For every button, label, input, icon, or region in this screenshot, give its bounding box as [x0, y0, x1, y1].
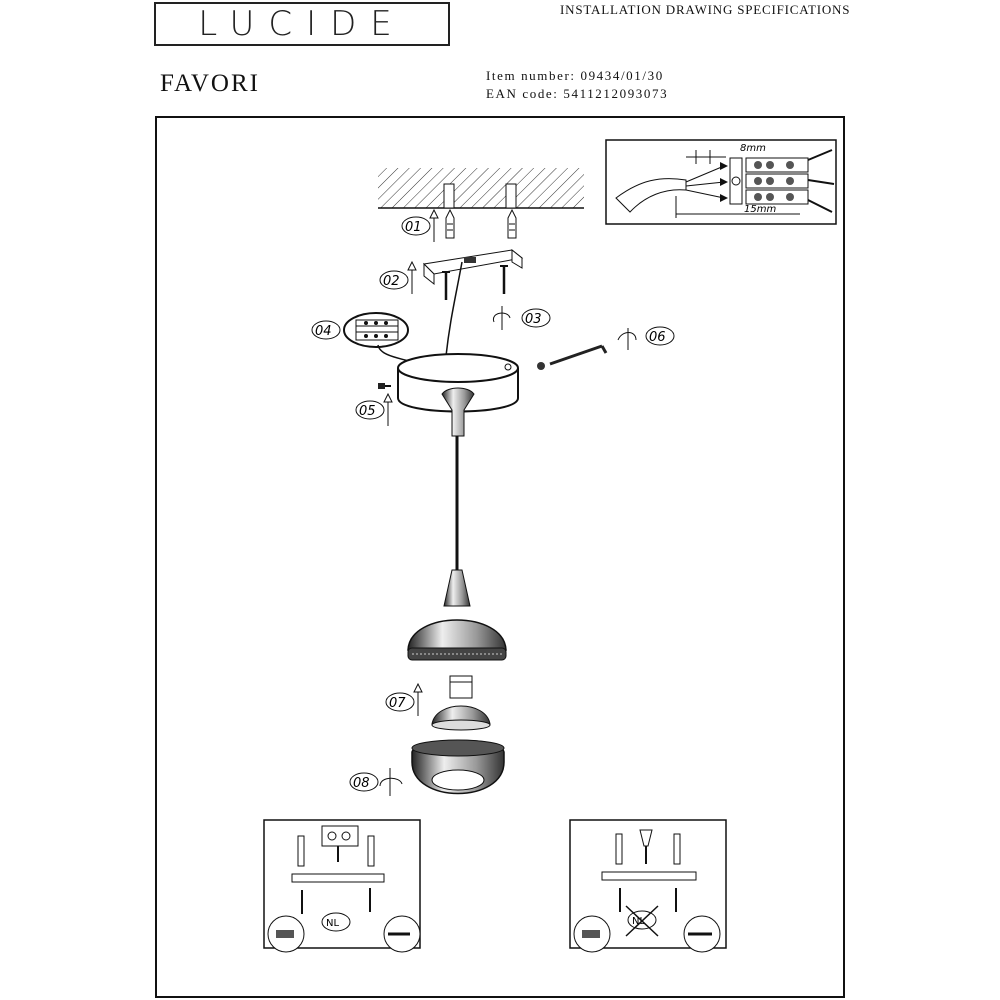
gu10-bulb: [431, 675, 491, 731]
wall-plugs: [445, 208, 517, 239]
ceiling: [378, 168, 584, 209]
product-name: FAVORI: [160, 70, 260, 97]
svg-text:07: 07: [389, 696, 406, 711]
item-number-value: 09434/01/30: [580, 68, 664, 83]
hex-key: [537, 344, 608, 370]
supply-wire: [445, 261, 463, 357]
svg-text:01: 01: [405, 220, 422, 235]
svg-text:06: 06: [649, 330, 666, 345]
callout-03: 03: [492, 306, 551, 330]
ean-code-value: 5411212093073: [563, 86, 669, 101]
svg-text:04: 04: [315, 324, 332, 339]
canopy: [397, 353, 519, 437]
lamp-head: [407, 569, 507, 661]
callout-07: 07: [385, 682, 423, 716]
total-length-label: 15mm: [744, 204, 776, 215]
mounting-panel-right: NL: [569, 819, 727, 953]
ean-code-line: EAN code: 5411212093073: [486, 86, 668, 102]
callout-01: 01: [401, 208, 439, 242]
fixing-screw: [378, 383, 391, 389]
document-title: INSTALLATION DRAWING SPECIFICATIONS: [560, 2, 851, 17]
svg-text:08: 08: [353, 776, 370, 791]
callout-04: 04: [311, 320, 341, 340]
nl-badge-right: NL: [632, 916, 645, 927]
bezel-ring: [411, 739, 505, 795]
callout-02: 02: [379, 260, 417, 294]
drawing-frame: [155, 116, 845, 998]
lucide-logo: LUCIDE: [154, 2, 450, 46]
mounting-panel-left: NL: [263, 819, 421, 953]
svg-text:02: 02: [383, 274, 400, 289]
mounting-bracket: [422, 248, 524, 300]
item-number-line: Item number: 09434/01/30: [486, 68, 664, 84]
svg-text:05: 05: [359, 404, 376, 419]
svg-text:03: 03: [525, 312, 542, 327]
ean-code-label: EAN code:: [486, 86, 559, 101]
callout-05: 05: [355, 392, 393, 426]
step-callouts: 01 02 03 04 05 06: [311, 208, 675, 796]
nl-badge-left: NL: [326, 918, 339, 929]
callout-08: 08: [349, 768, 403, 796]
wiring-inset: 8mm 15mm: [605, 139, 837, 225]
callout-06: 06: [617, 326, 675, 350]
strip-length-label: 8mm: [740, 143, 766, 154]
terminal-block: [343, 312, 409, 348]
item-number-label: Item number:: [486, 68, 576, 83]
